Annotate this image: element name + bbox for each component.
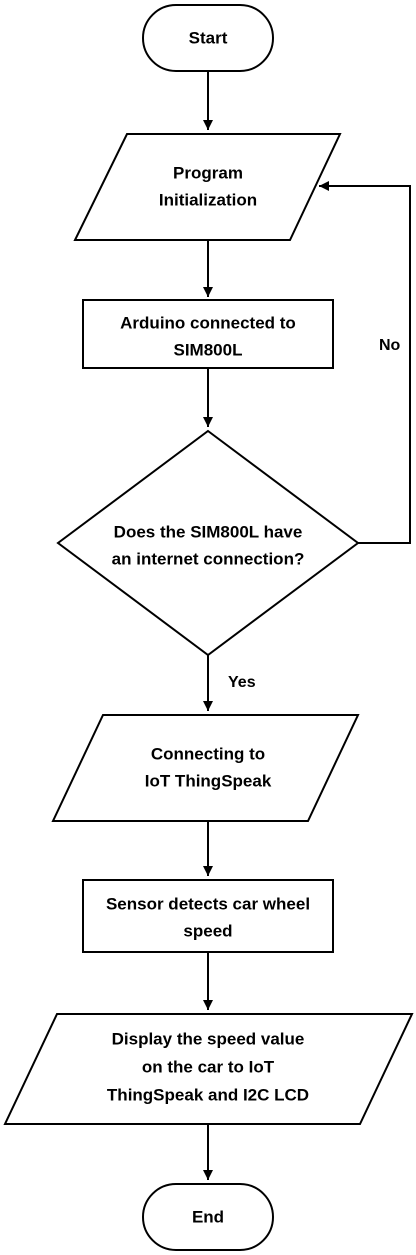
display-label-line3: ThingSpeak and I2C LCD: [107, 1085, 309, 1104]
arrow-no-loop: [319, 181, 411, 544]
arduino-process-box: Arduino connected to SIM800L: [82, 299, 334, 369]
init-parallelogram: Program Initialization: [73, 133, 342, 241]
init-label-line1: Program: [173, 163, 243, 182]
start-terminator: Start: [142, 4, 274, 72]
decision-label-line1: Does the SIM800L have: [114, 522, 303, 541]
sensor-label-line2: speed: [183, 921, 232, 940]
start-label: Start: [189, 28, 228, 47]
end-terminator: End: [142, 1183, 274, 1251]
no-label: No: [379, 337, 401, 354]
end-label: End: [192, 1207, 224, 1226]
sensor-label-line1: Sensor detects car wheel: [106, 894, 310, 913]
connect-parallelogram: Connecting to IoT ThingSpeak: [51, 714, 360, 822]
decision-label-line2: an internet connection?: [112, 549, 305, 568]
arduino-label-line1: Arduino connected to: [120, 313, 296, 332]
arduino-label-line2: SIM800L: [174, 340, 243, 359]
display-label-line1: Display the speed value: [112, 1029, 305, 1048]
init-label-line2: Initialization: [159, 190, 257, 209]
yes-label: Yes: [228, 674, 256, 691]
display-parallelogram: Display the speed value on the car to Io…: [3, 1013, 414, 1125]
sensor-process-box: Sensor detects car wheel speed: [82, 879, 334, 953]
decision-diamond: Does the SIM800L have an internet connec…: [56, 429, 360, 657]
connect-label-line1: Connecting to: [151, 744, 265, 763]
connect-label-line2: IoT ThingSpeak: [145, 771, 272, 790]
display-label-line2: on the car to IoT: [142, 1057, 275, 1076]
